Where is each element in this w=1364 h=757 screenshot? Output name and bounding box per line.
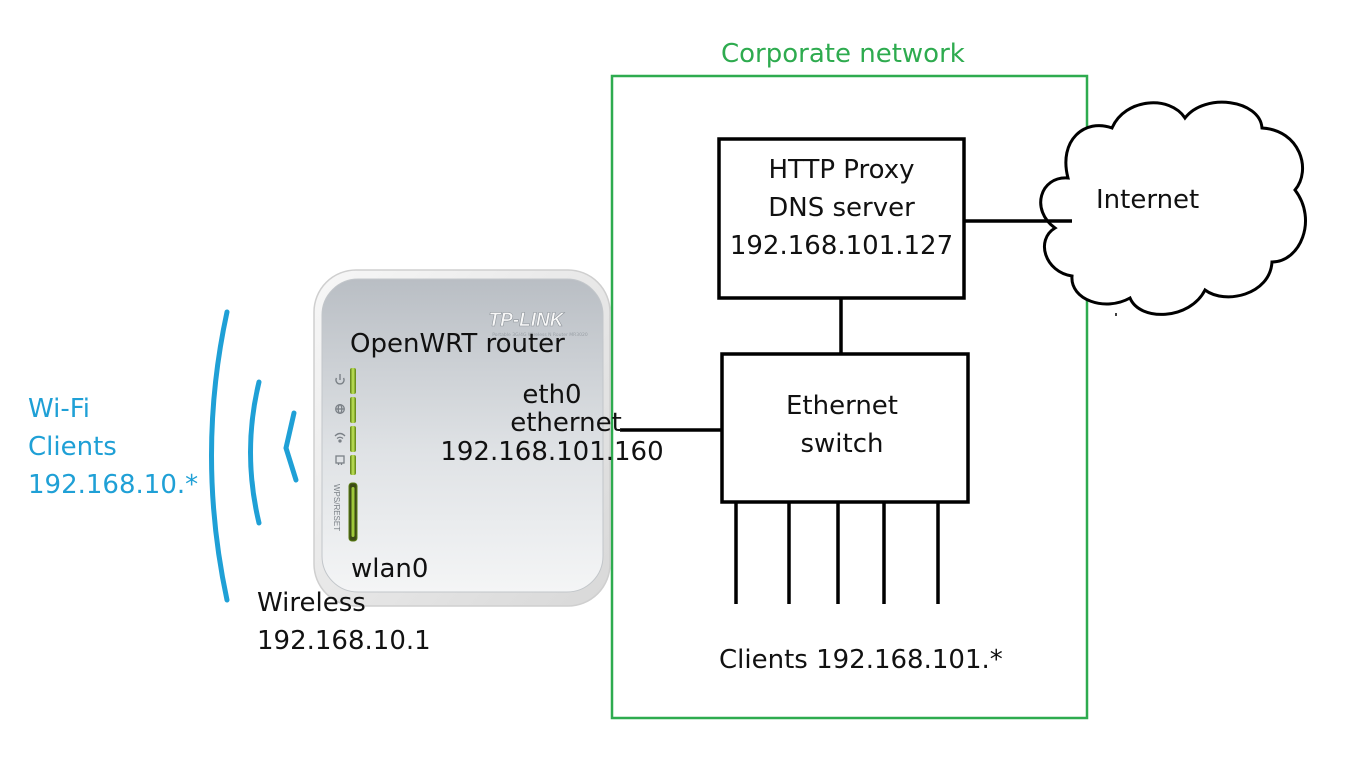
wps-reset-highlight <box>351 487 355 537</box>
wifi-label: Wi-Fi <box>28 394 91 424</box>
ethernet-type-label: ethernet <box>510 407 622 438</box>
router-led-strip <box>348 368 358 542</box>
internet-globe-icon <box>335 404 345 414</box>
router-brand-logo: TP-LINK <box>489 310 565 331</box>
wlan-icon <box>334 432 346 443</box>
eth0-interface-label: eth0 <box>522 380 582 410</box>
lan-clients-label: Clients 192.168.101.* <box>719 645 1003 675</box>
switch-labels: Ethernet switch <box>722 391 962 460</box>
tp-link-router-device: TP-LINK Portable 3G/4G Wireless N Router… <box>313 269 611 607</box>
wifi-arc-outer <box>209 309 230 603</box>
eth0-ip-label: 192.168.101.160 <box>440 436 664 467</box>
switch-label-line1: Ethernet <box>786 391 898 421</box>
cloud-icon <box>1039 100 1307 316</box>
proxy-ip-label: 192.168.101.127 <box>729 230 954 261</box>
power-icon <box>335 374 345 385</box>
switch-label-line2: switch <box>800 428 884 459</box>
led-power <box>350 368 356 394</box>
wifi-arc-inner <box>283 410 299 483</box>
wifi-signal-arcs-icon <box>209 309 299 603</box>
wireless-ip-label: 192.168.10.1 <box>257 625 431 656</box>
internet-label: Internet <box>1096 185 1200 215</box>
wps-reset-label: WPS/RESET <box>332 484 341 531</box>
wlan0-interface-label: wlan0 <box>351 554 429 584</box>
proxy-server-labels: HTTP Proxy DNS server 192.168.101.127 <box>719 155 964 262</box>
corporate-network-label: Corporate network <box>721 39 965 69</box>
ethernet-port-icon <box>335 455 345 465</box>
ethernet-switch-box <box>720 352 970 504</box>
wifi-clients-label: Clients <box>28 431 117 462</box>
dns-server-label: DNS server <box>768 192 915 223</box>
router-name-label: OpenWRT router <box>350 329 565 359</box>
led-internet <box>350 397 356 423</box>
router-model-text: Portable 3G/4G Wireless N Router MR3020 <box>492 332 588 338</box>
wifi-clients-labels: Wi-Fi Clients 192.168.10.* <box>28 394 199 501</box>
switch-client-ports <box>734 502 940 604</box>
led-wlan <box>350 426 356 452</box>
led-ethernet <box>350 455 356 475</box>
wireless-label: Wireless <box>257 588 366 618</box>
proxy-label: HTTP Proxy <box>768 155 915 185</box>
proxy-server-box <box>717 137 966 300</box>
wifi-arc-middle <box>248 379 262 526</box>
wifi-clients-subnet-label: 192.168.10.* <box>28 469 199 500</box>
corporate-network-boundary <box>610 74 1089 720</box>
wireless-labels: Wireless 192.168.10.1 <box>257 588 431 657</box>
router-body <box>321 278 604 593</box>
eth0-labels: eth0 ethernet 192.168.101.160 <box>436 380 668 468</box>
